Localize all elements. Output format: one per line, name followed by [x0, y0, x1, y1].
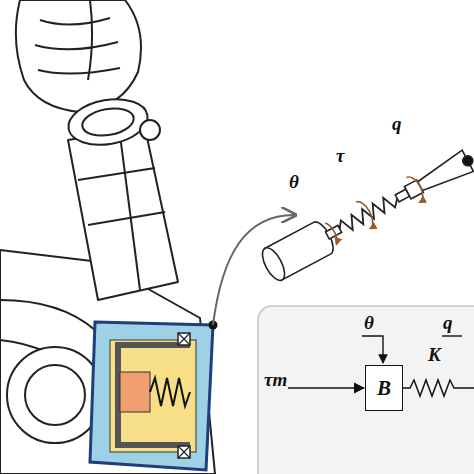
symbol-label: K	[428, 345, 441, 364]
schematic-panel	[258, 306, 474, 474]
block-label: B	[377, 376, 391, 401]
symbol-label: q	[443, 313, 453, 332]
motor-spring-link	[258, 143, 474, 284]
elastic-joint-box	[90, 321, 218, 471]
symbol-label: q	[392, 114, 402, 133]
symbol-label: θ	[364, 313, 374, 332]
robot-arm-sketch	[0, 0, 215, 474]
symbol-label: τ	[336, 146, 344, 165]
symbol-label: τm	[264, 370, 287, 389]
symbol-label: θ	[289, 172, 299, 191]
block-box: B	[365, 365, 403, 411]
